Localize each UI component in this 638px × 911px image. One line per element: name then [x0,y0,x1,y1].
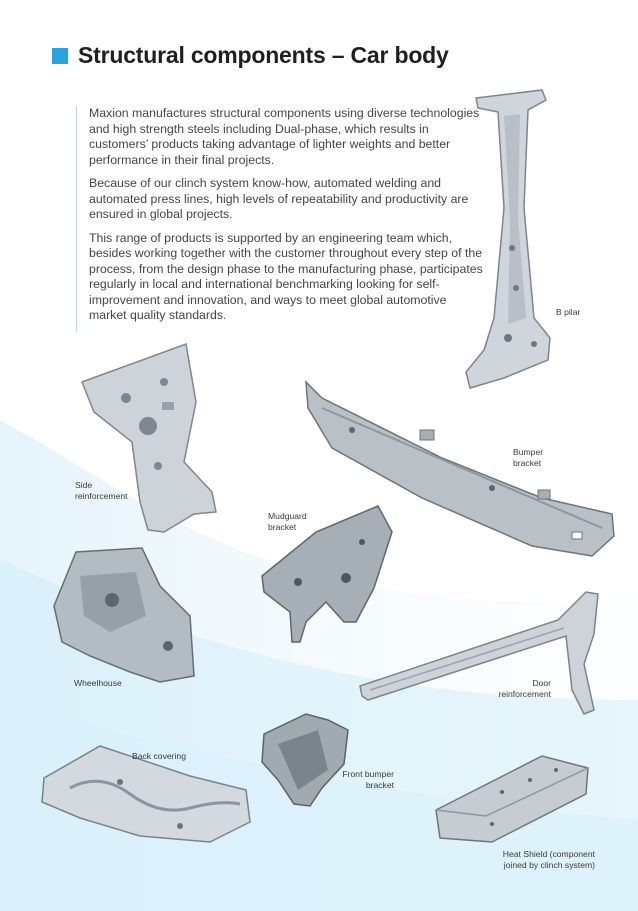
door-reinforcement-image [359,591,599,715]
b-pillar-image [465,89,551,389]
side-reinforcement-image [81,342,217,533]
intro-text: Maxion manufactures structural component… [76,106,485,332]
front-bumper-bracket-image [261,713,349,807]
door-reinforcement-label: Door reinforcement [498,678,551,699]
bumper-bracket-image [305,380,615,557]
mudguard-bracket-image [261,505,393,643]
title-block: Structural components – Car body [52,42,449,69]
heat-shield-label: Heat Shield (component joined by clinch … [502,849,595,870]
intro-paragraph: Maxion manufactures structural component… [89,106,480,167]
b-pillar-label: B pilar [556,307,581,317]
wheelhouse-image [53,547,195,683]
back-covering-image [41,745,251,843]
wheelhouse-label: Wheelhouse [74,678,122,688]
bumper-bracket-label: Bumper bracket [513,447,544,468]
intro-paragraph: This range of products is supported by a… [89,230,483,323]
title-accent-square [52,47,68,64]
page-title: Structural components – Car body [78,42,449,68]
heat-shield-image [435,755,589,843]
mudguard-bracket-label: Mudguard bracket [268,511,307,532]
intro-paragraph: Because of our clinch system know-how, a… [89,176,469,221]
back-covering-label: Back covering [132,751,186,761]
front-bumper-bracket-label: Front bumper bracket [342,769,394,790]
side-reinforcement-label: Side reinforcement [75,480,128,501]
